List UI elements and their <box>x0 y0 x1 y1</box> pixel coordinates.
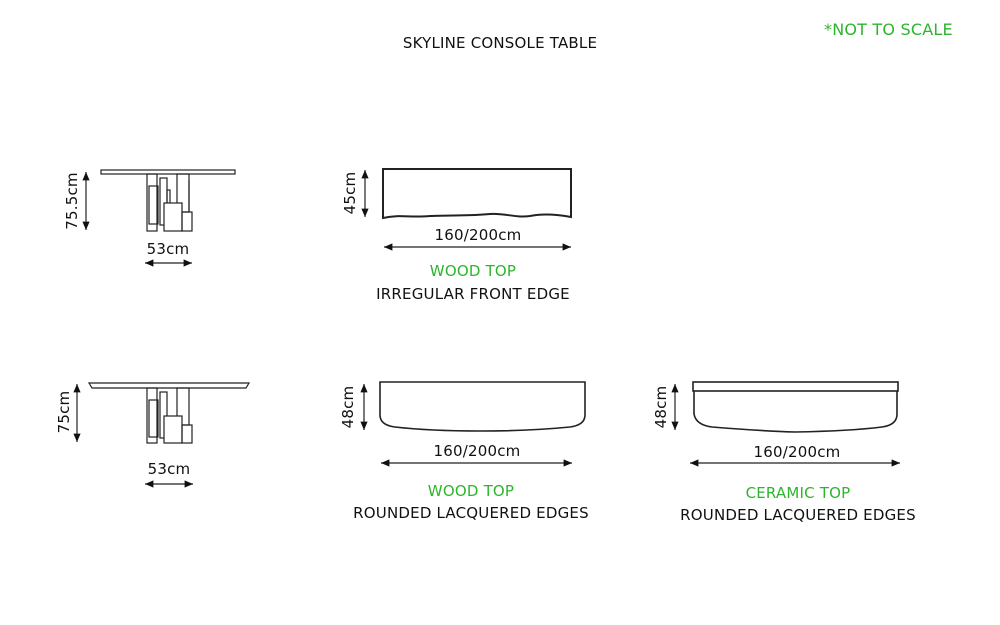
top-material-label: WOOD TOP <box>429 262 517 280</box>
top-material-label: CERAMIC TOP <box>745 484 851 502</box>
top-view-rounded-ceramic <box>692 381 899 433</box>
top-view-rounded-wood <box>379 381 586 432</box>
side-view-1 <box>100 169 236 232</box>
depth-label: 53cm <box>146 240 190 258</box>
width-label: 160/200cm <box>753 443 841 461</box>
height-label: 48cm <box>339 385 357 429</box>
side-view-2 <box>87 382 251 444</box>
edge-label: ROUNDED LACQUERED EDGES <box>680 506 916 524</box>
edge-label: IRREGULAR FRONT EDGE <box>376 285 570 303</box>
edge-label: ROUNDED LACQUERED EDGES <box>353 504 589 522</box>
not-to-scale-note: *NOT TO SCALE <box>824 20 953 39</box>
height-label: 75.5cm <box>63 172 81 230</box>
height-label: 45cm <box>341 171 359 215</box>
width-label: 160/200cm <box>434 226 522 244</box>
top-view-irregular <box>382 168 572 220</box>
top-material-label: WOOD TOP <box>427 482 515 500</box>
height-label: 48cm <box>652 385 670 429</box>
page-title: SKYLINE CONSOLE TABLE <box>402 34 598 52</box>
width-label: 160/200cm <box>433 442 521 460</box>
depth-label: 53cm <box>147 460 191 478</box>
height-label: 75cm <box>55 390 73 434</box>
